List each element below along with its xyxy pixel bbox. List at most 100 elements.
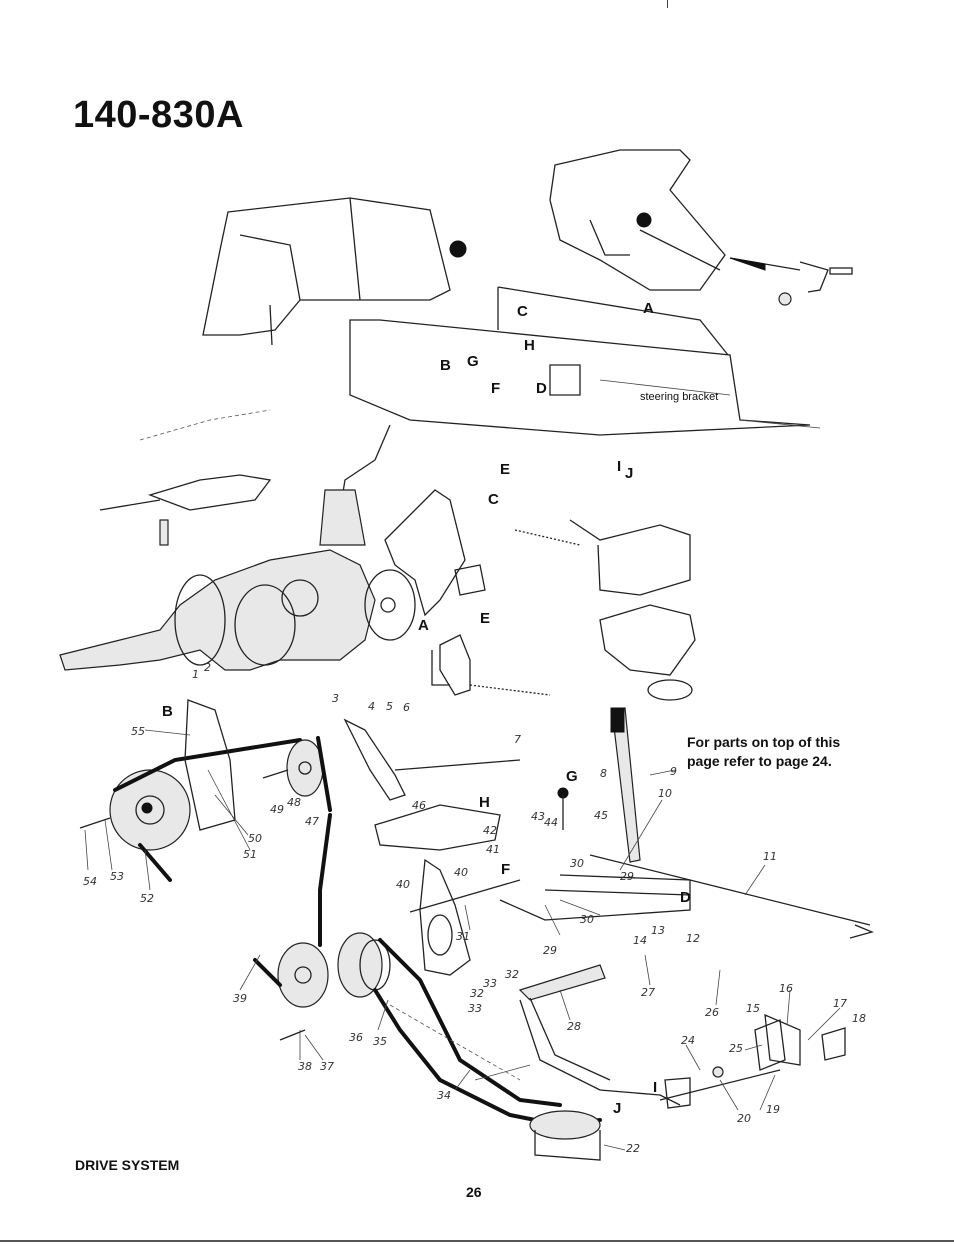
part-number-51: 51 [243, 848, 257, 861]
part-number-37: 37 [320, 1060, 334, 1073]
part-number-11: 11 [763, 850, 777, 863]
part-number-6: 6 [403, 701, 410, 714]
callout-upper-d: D [536, 380, 547, 397]
part-number-33: 33 [483, 977, 497, 990]
part-number-13: 13 [651, 924, 665, 937]
control-linkage [343, 707, 875, 976]
reference-note-line-1: For parts on top of this [687, 734, 841, 750]
part-number-19: 19 [766, 1103, 780, 1116]
callout-upper-e: E [500, 461, 510, 478]
part-number-22: 22 [626, 1142, 640, 1155]
part-number-8: 8 [600, 767, 607, 780]
part-number-16: 16 [779, 982, 793, 995]
part-number-31: 31 [456, 930, 470, 943]
part-number-52: 52 [140, 892, 154, 905]
callout-low-d: D [680, 889, 691, 906]
callout-low-i: I [653, 1079, 657, 1096]
idler-arm [431, 634, 551, 696]
part-number-27: 27 [641, 986, 655, 999]
pedestal-housing [202, 197, 467, 346]
callout-upper-h: H [524, 337, 535, 354]
part-number-10: 10 [658, 787, 672, 800]
callout-mid-c: C [488, 491, 499, 508]
part-number-29: 29 [543, 944, 557, 957]
engine-pulleys [253, 813, 602, 1161]
brake-linkage [99, 409, 272, 546]
part-number-2: 2 [204, 661, 211, 674]
part-number-45: 45 [594, 809, 608, 822]
part-number-54: 54 [83, 875, 97, 888]
bottom-rule [0, 1240, 954, 1242]
callout-upper-f: F [491, 380, 500, 397]
part-number-44: 44 [544, 816, 558, 829]
page-title: 140-830A [73, 94, 244, 136]
part-number-47: 47 [305, 815, 319, 828]
part-number-46: 46 [412, 799, 426, 812]
part-number-48: 48 [287, 796, 301, 809]
callout-upper-a: A [643, 300, 654, 317]
page-number: 26 [466, 1184, 482, 1200]
reference-note-line-2: page refer to page 24. [687, 753, 832, 769]
part-number-38: 38 [298, 1060, 312, 1073]
callout-low-g: G [566, 768, 578, 785]
part-number-18: 18 [852, 1012, 866, 1025]
part-number-17: 17 [833, 997, 847, 1010]
callout-low-h: H [479, 794, 490, 811]
part-number-15: 15 [746, 1002, 760, 1015]
leader-lines [84, 729, 841, 1151]
part-number-9: 9 [670, 765, 677, 778]
part-number-12: 12 [686, 932, 700, 945]
section-title: DRIVE SYSTEM [75, 1157, 180, 1173]
part-number-4: 4 [368, 700, 375, 713]
callout-mid-a: A [418, 617, 429, 634]
callout-upper-i: I [617, 458, 621, 475]
part-number-1: 1 [192, 668, 199, 681]
part-number-26: 26 [705, 1006, 719, 1019]
part-number-53: 53 [110, 870, 124, 883]
part-number-5: 5 [386, 700, 393, 713]
frame-plate [349, 286, 821, 436]
part-number-20: 20 [737, 1112, 751, 1125]
part-number-50: 50 [248, 832, 262, 845]
part-number-40b: 40 [454, 866, 468, 879]
callout-mid-e: E [480, 610, 490, 627]
transaxle [59, 549, 416, 671]
part-number-30b: 30 [580, 913, 594, 926]
steering-bracket-label: steering bracket [640, 391, 719, 403]
shift-lever [319, 424, 391, 546]
part-number-35: 35 [373, 1035, 387, 1048]
callout-upper-g: G [467, 353, 479, 370]
part-number-30: 30 [570, 857, 584, 870]
part-number-42: 42 [483, 824, 497, 837]
part-number-55: 55 [131, 725, 145, 738]
callout-letters: C A H B G F D E I J C A E B G H F D I J [162, 300, 691, 1117]
callout-upper-b: B [440, 357, 451, 374]
callout-low-f: F [501, 861, 510, 878]
clutch-bracket [384, 489, 696, 701]
part-number-7: 7 [514, 733, 521, 746]
part-number-33b: 33 [468, 1002, 482, 1015]
callout-low-b: B [162, 703, 173, 720]
part-number-28: 28 [567, 1020, 581, 1033]
part-number-32b: 32 [470, 987, 484, 1000]
callout-low-j: J [613, 1100, 621, 1117]
part-number-43: 43 [531, 810, 545, 823]
callout-upper-j: J [625, 465, 633, 482]
part-number-32: 32 [505, 968, 519, 981]
transmission-pulley [79, 699, 332, 882]
page-edge-mark [667, 0, 668, 8]
part-number-3: 3 [332, 692, 339, 705]
part-number-34: 34 [437, 1089, 451, 1102]
part-number-24: 24 [681, 1034, 695, 1047]
part-numbers: 1 2 3 4 5 6 7 8 9 10 11 12 13 14 15 16 1… [83, 661, 866, 1155]
dash-housing [549, 149, 853, 306]
part-number-39: 39 [233, 992, 247, 1005]
brake-pedal [518, 964, 846, 1109]
part-number-36: 36 [349, 1031, 363, 1044]
part-number-49: 49 [270, 803, 284, 816]
part-number-25: 25 [729, 1042, 743, 1055]
part-number-29b: 29 [620, 870, 634, 883]
callout-upper-c: C [517, 303, 528, 320]
part-number-40: 40 [396, 878, 410, 891]
